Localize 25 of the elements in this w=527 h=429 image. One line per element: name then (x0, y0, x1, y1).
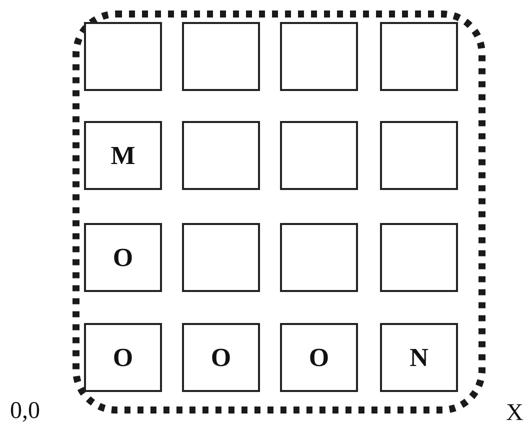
grid-square (84, 323, 162, 392)
empty-square (84, 22, 162, 91)
empty-square (182, 22, 260, 91)
cell-letter: O (210, 344, 232, 370)
cell-letter: O (112, 344, 134, 370)
dotted-boundary (72, 10, 486, 414)
axis-label: X (506, 400, 524, 427)
empty-square (280, 22, 358, 91)
empty-square (380, 223, 458, 292)
cell-letter: M (110, 142, 136, 168)
cell-letter: O (112, 244, 134, 270)
empty-square (280, 223, 358, 292)
empty-square (380, 22, 458, 91)
empty-square (380, 121, 458, 190)
grid-square (380, 323, 458, 392)
empty-square (280, 121, 358, 190)
empty-square (182, 121, 260, 190)
cell-letter: O (308, 344, 330, 370)
grid-square (84, 121, 162, 190)
grid-square (280, 323, 358, 392)
cell-letter: N (410, 344, 428, 370)
grid-square (84, 223, 162, 292)
grid-square (182, 323, 260, 392)
origin-label: 0,0 (10, 398, 40, 425)
empty-square (182, 223, 260, 292)
